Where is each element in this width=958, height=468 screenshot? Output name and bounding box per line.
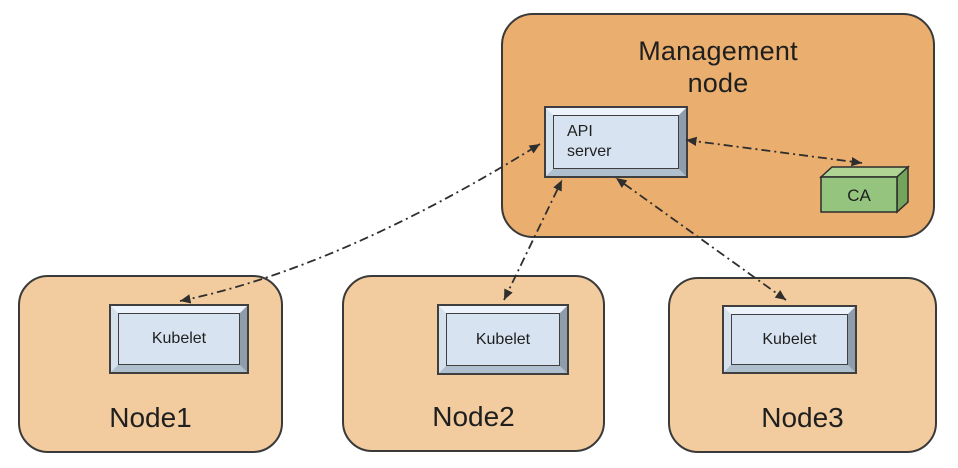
kubelet-face: Kubelet [446,313,560,366]
api-server-label: API server [567,123,612,160]
kubelet-box-node2: Kubelet [437,304,569,375]
kubelet-face: Kubelet [731,314,848,365]
api-server-face: API server [553,115,679,169]
kubelet-face: Kubelet [118,313,240,365]
kubelet-label-node3: Kubelet [762,330,817,348]
kubelet-box-node1: Kubelet [109,304,249,374]
ca-box: CA [819,165,910,214]
worker-node-3-group: Kubelet Node3 [668,277,937,453]
api-server-box: API server [544,106,688,178]
ca-label: CA [847,186,871,205]
ca-top-face [819,166,910,178]
ca-front-face [820,176,898,213]
kubelet-bevel [111,306,247,372]
kubelet-label-node2: Kubelet [475,330,531,348]
node1-label: Node1 [109,402,192,433]
node3-label: Node3 [761,402,844,433]
kubelet-label-node1: Kubelet [151,330,207,347]
api-server-bevel [546,108,686,176]
kubelet-bevel [724,307,855,372]
kubelet-box-node3: Kubelet [722,305,857,374]
worker-node-1-group: Kubelet Node1 [18,275,283,453]
kubelet-bevel [439,306,567,373]
worker-node-2-group: Kubelet Node2 [342,275,605,452]
management-node-title: Management node [638,36,798,98]
management-node-group: Management node API server CA [501,13,935,238]
node2-label: Node2 [432,401,515,432]
